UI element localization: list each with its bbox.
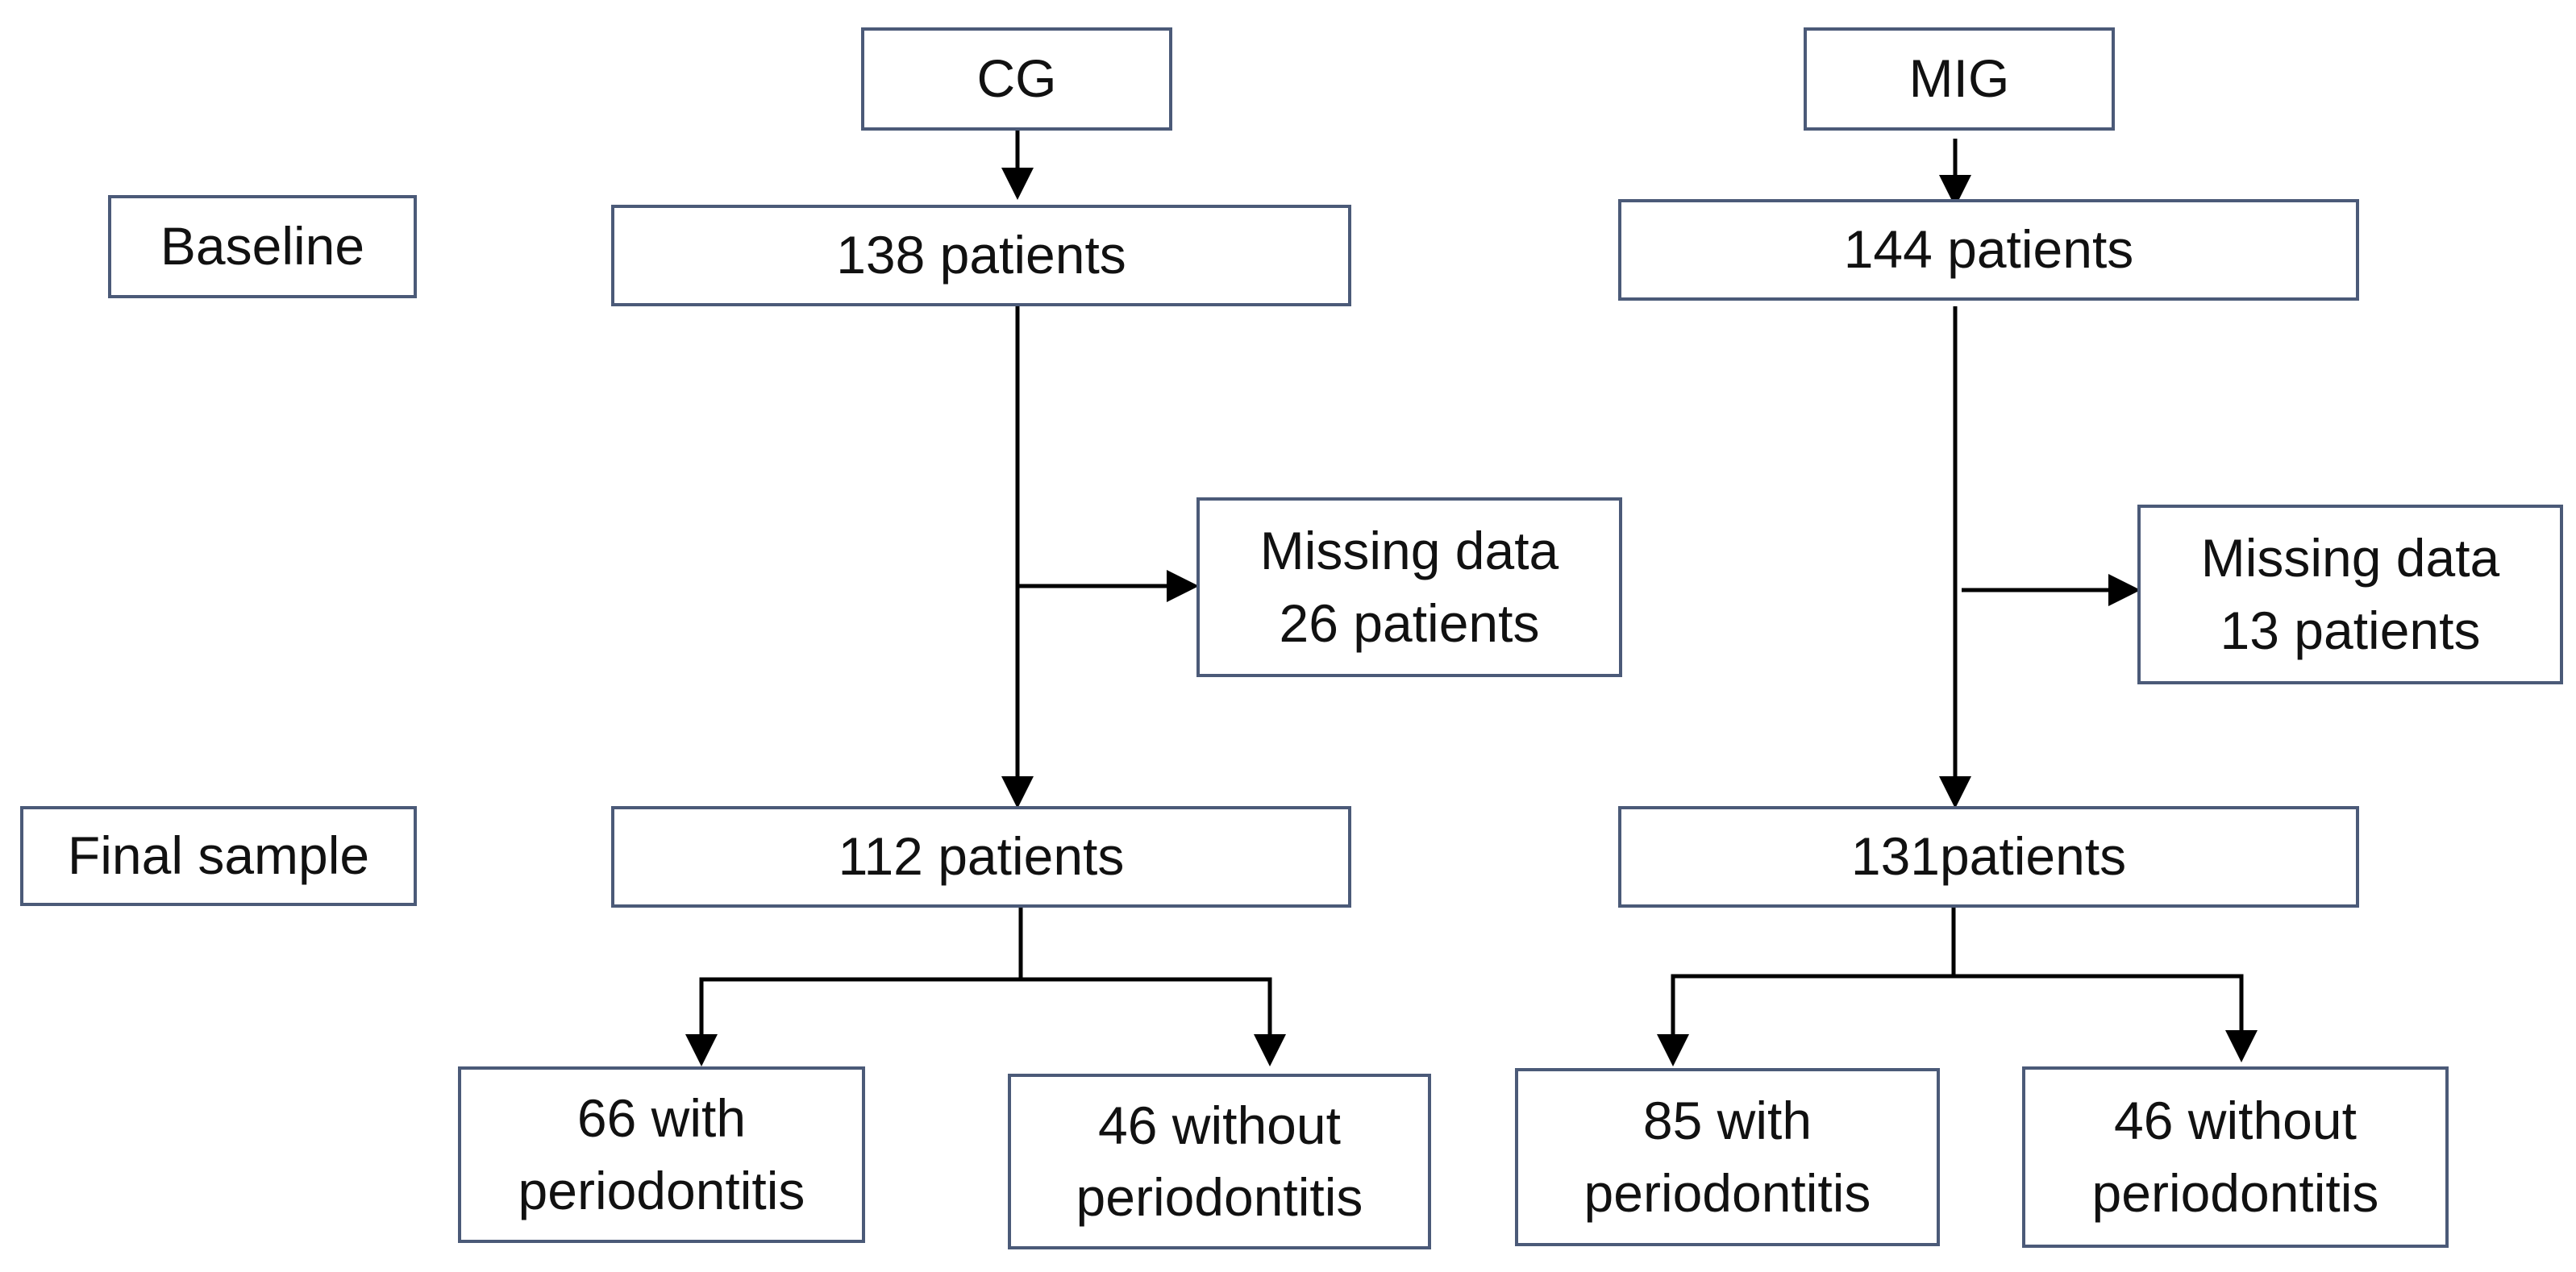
stage-label-baseline: Baseline [108, 195, 417, 298]
cg-with-periodontitis-count: 66 with [576, 1088, 747, 1149]
cg-baseline-box: 138 patients [611, 205, 1351, 306]
cg-baseline-count: 138 patients [836, 225, 1126, 285]
cg-group-label: CG [976, 48, 1057, 109]
connector-cg-split-right [1021, 977, 1286, 1066]
mig-with-periodontitis-label: periodontitis [1583, 1162, 1871, 1223]
mig-with-periodontitis-box: 85 with periodontitis [1515, 1068, 1940, 1246]
mig-without-periodontitis-count: 46 without [2114, 1091, 2357, 1151]
cg-final-count: 112 patients [838, 826, 1125, 887]
connector-mig-split [1657, 906, 1956, 1066]
mig-baseline-box: 144 patients [1618, 199, 2359, 301]
mig-missing-box: Missing data 13 patients [2137, 505, 2563, 684]
mig-without-periodontitis-label: periodontitis [2091, 1162, 2379, 1223]
mig-group-label: MIG [1908, 48, 2010, 109]
mig-final-count: 131patients [1850, 826, 2127, 887]
stage-label-final-sample-text: Final sample [67, 825, 370, 886]
mig-group-box: MIG [1804, 27, 2115, 131]
mig-baseline-count: 144 patients [1843, 219, 2134, 280]
cg-missing-count: 26 patients [1279, 592, 1540, 653]
mig-without-periodontitis-box: 46 without periodontitis [2022, 1066, 2449, 1248]
mig-final-box: 131patients [1618, 806, 2359, 908]
mig-missing-count: 13 patients [2220, 600, 2481, 660]
cg-missing-box: Missing data 26 patients [1196, 497, 1622, 677]
cg-final-box: 112 patients [611, 806, 1351, 908]
connector-mig-split-right [1954, 974, 2258, 1062]
stage-label-final-sample: Final sample [20, 806, 417, 906]
stage-label-baseline-text: Baseline [160, 216, 365, 276]
cg-without-periodontitis-box: 46 without periodontitis [1008, 1074, 1431, 1249]
mig-with-periodontitis-count: 85 with [1642, 1091, 1812, 1151]
cg-with-periodontitis-label: periodontitis [518, 1160, 805, 1220]
cg-with-periodontitis-box: 66 with periodontitis [458, 1066, 865, 1243]
cg-missing-title: Missing data [1259, 521, 1559, 581]
cg-group-box: CG [861, 27, 1172, 131]
mig-missing-title: Missing data [2200, 528, 2500, 588]
cg-without-periodontitis-label: periodontitis [1076, 1167, 1363, 1227]
connector-cg-split [685, 906, 1023, 1066]
cg-without-periodontitis-count: 46 without [1098, 1095, 1341, 1155]
